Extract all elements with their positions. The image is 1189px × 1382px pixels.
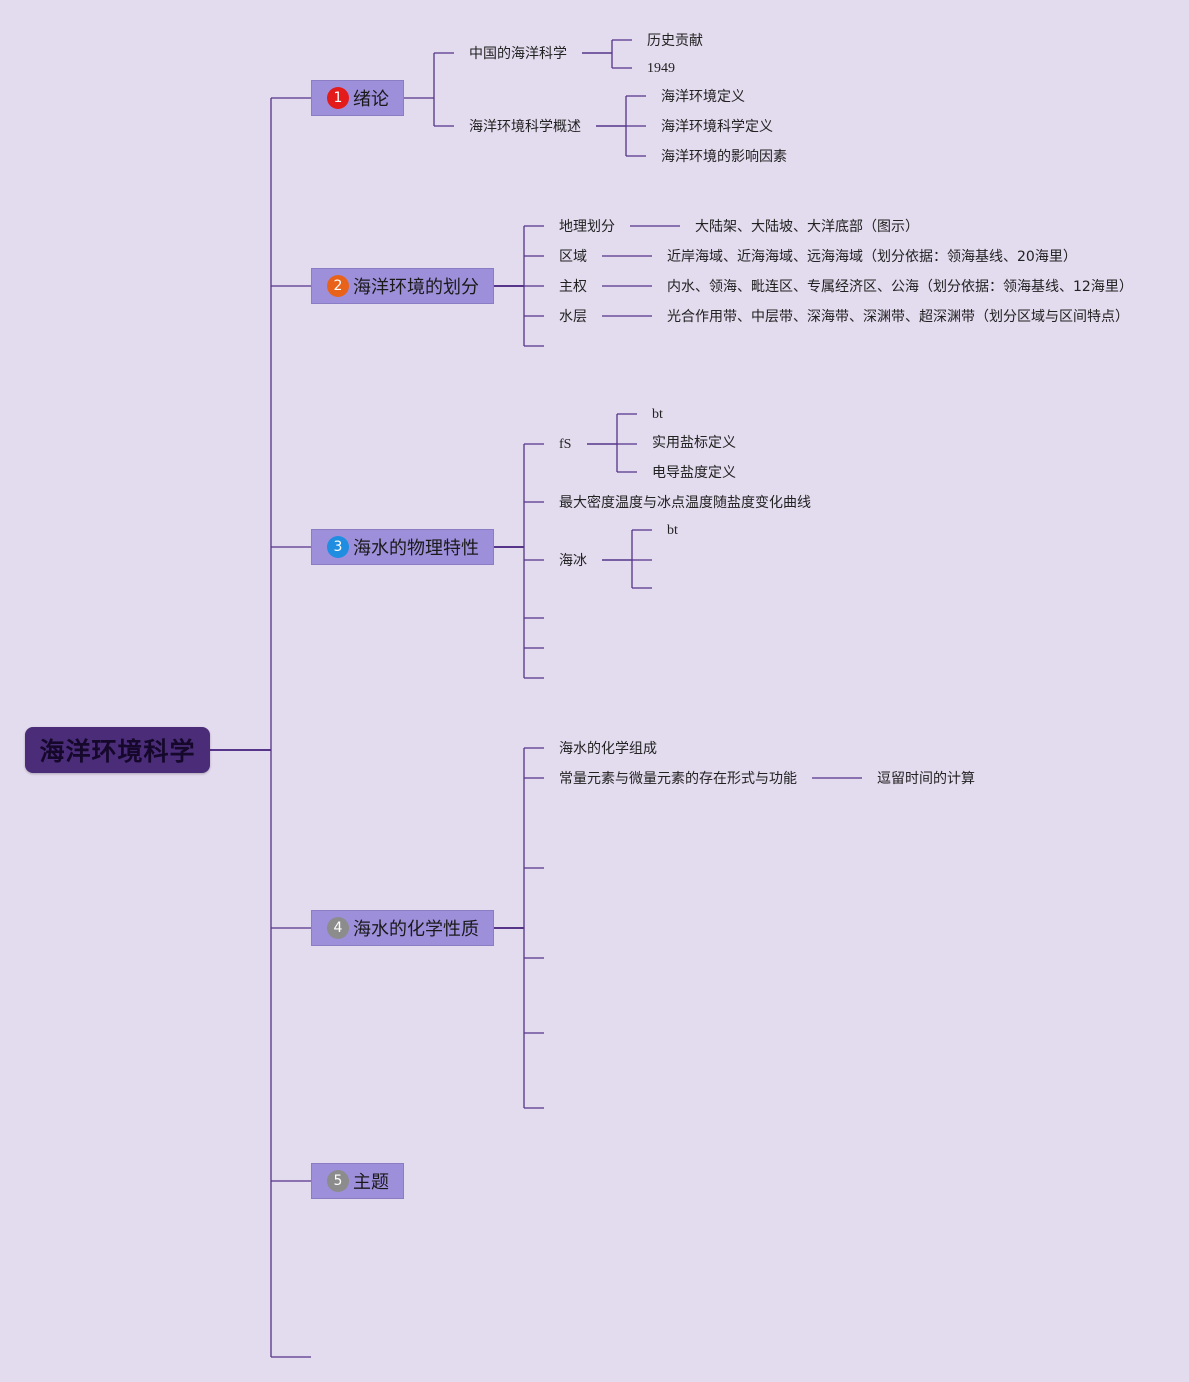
node-sovereignty-detail[interactable]: 内水、领海、毗连区、专属经济区、公海（划分依据：领海基线、12海里） [667,279,1133,295]
node-geographic-detail[interactable]: 大陆架、大陆坡、大洋底部（图示） [695,219,919,235]
node-region[interactable]: 区域 [559,249,587,265]
node-overview[interactable]: 海洋环境科学概述 [469,119,581,135]
node-elements-forms[interactable]: 常量元素与微量元素的存在形式与功能 [559,771,797,787]
node-bt-2[interactable]: bt [667,523,678,538]
node-practical-salinity[interactable]: 实用盐标定义 [652,435,736,451]
node-influencing-factors[interactable]: 海洋环境的影响因素 [661,149,787,165]
node-definition-environment[interactable]: 海洋环境定义 [661,89,745,105]
root-node[interactable]: 海洋环境科学 [25,727,210,773]
node-geographic-division[interactable]: 地理划分 [559,219,615,235]
node-water-layer-detail[interactable]: 光合作用带、中层带、深海带、深渊带、超深渊带（划分区域与区间特点） [667,309,1129,325]
node-region-detail[interactable]: 近岸海域、近海海域、远海海域（划分依据：领海基线、20海里） [667,249,1077,265]
node-bt-1[interactable]: bt [652,407,663,422]
node-fs[interactable]: fS [559,437,572,452]
branch-node-3[interactable]: 3 海水的物理特性 [311,529,494,565]
number-badge-2: 2 [327,275,349,297]
node-sovereignty[interactable]: 主权 [559,279,587,295]
branch-label-1: 绪论 [353,89,389,110]
number-badge-3: 3 [327,536,349,558]
branch-node-1[interactable]: 1 绪论 [311,80,404,116]
node-residence-time[interactable]: 逗留时间的计算 [877,771,975,787]
number-badge-1: 1 [327,87,349,109]
node-1949[interactable]: 1949 [647,61,675,76]
branch-label-2: 海洋环境的划分 [353,277,479,298]
branch-node-4[interactable]: 4 海水的化学性质 [311,910,494,946]
node-conductivity-salinity[interactable]: 电导盐度定义 [652,465,736,481]
node-density-curve[interactable]: 最大密度温度与冰点温度随盐度变化曲线 [559,495,811,511]
node-sea-ice[interactable]: 海冰 [559,553,587,569]
node-water-layer[interactable]: 水层 [559,309,587,325]
branch-node-5[interactable]: 5 主题 [311,1163,404,1199]
root-title: 海洋环境科学 [39,737,196,766]
branch-label-4: 海水的化学性质 [353,919,479,940]
node-chemical-composition[interactable]: 海水的化学组成 [559,741,657,757]
branch-label-5: 主题 [353,1172,389,1193]
branch-label-3: 海水的物理特性 [353,538,479,559]
node-historical-contribution[interactable]: 历史贡献 [647,33,703,49]
node-definition-science[interactable]: 海洋环境科学定义 [661,119,773,135]
number-badge-5: 5 [327,1170,349,1192]
branch-node-2[interactable]: 2 海洋环境的划分 [311,268,494,304]
number-badge-4: 4 [327,917,349,939]
node-china-ocean-science[interactable]: 中国的海洋科学 [469,46,567,62]
